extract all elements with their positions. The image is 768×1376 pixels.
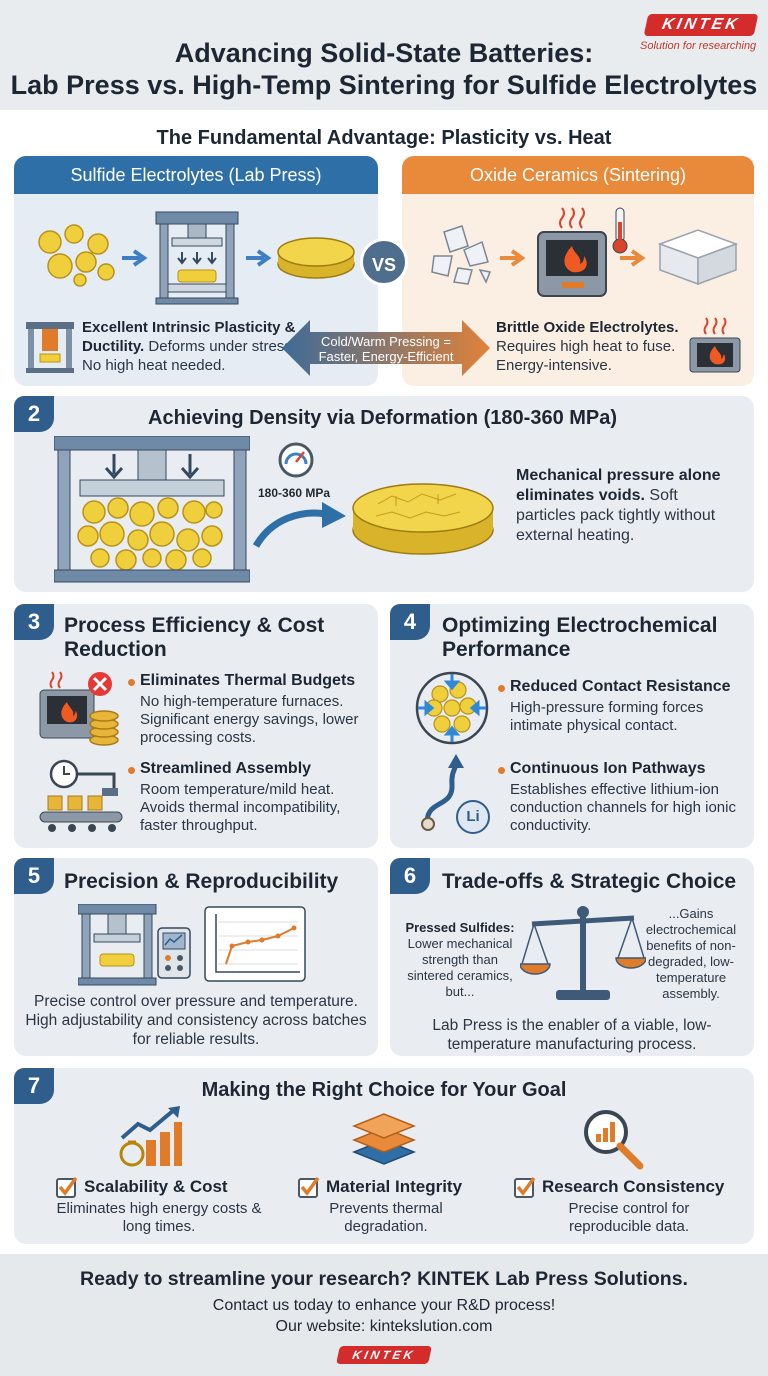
arrow-icon xyxy=(246,249,272,267)
section4-number: 4 xyxy=(390,604,430,640)
sulfide-text: Deforms under stress. No high heat neede… xyxy=(82,338,296,374)
layers-icon xyxy=(352,1113,416,1165)
section2-bold: Mechanical pressure alone eliminates voi… xyxy=(516,467,721,504)
section6-left: Pressed Sulfides: Lower mechanical stren… xyxy=(398,920,522,1000)
section6-number: 6 xyxy=(390,858,430,894)
section3-item2-head: Streamlined Assembly xyxy=(140,760,312,777)
section3-title-line2: Reduction xyxy=(64,638,167,661)
growth-chart-icon xyxy=(119,1106,182,1167)
vs-badge: VS xyxy=(360,238,408,286)
section3-item1-head: Eliminates Thermal Budgets xyxy=(140,672,356,689)
pressing-advantage: Cold/Warm Pressing = Faster, Energy-Effi… xyxy=(300,334,472,364)
double-arrow xyxy=(282,320,490,376)
curved-arrow-icon xyxy=(252,502,346,548)
goal1-text: Eliminates high energy costs & long time… xyxy=(56,1200,262,1235)
section7-title: Making the Right Choice for Your Goal xyxy=(201,1079,567,1101)
section6-left-bold: Pressed Sulfides: xyxy=(405,920,515,935)
press-small-icon xyxy=(26,322,74,373)
section4-title: Optimizing Electrochemical Performance xyxy=(442,614,717,662)
section5-title: Precision & Reproducibility xyxy=(64,870,339,893)
section4-item1-text: High-pressure forming forces intimate ph… xyxy=(510,699,704,734)
section6-left-text: Lower mechanical strength than sintered … xyxy=(407,936,513,999)
sulfide-bold: Excellent Intrinsic Plasticity & Ductili… xyxy=(82,319,296,355)
pressure-label: 180-360 MPa xyxy=(258,486,331,500)
brand-tagline: Solution for researching xyxy=(640,40,757,52)
oxide-text: Requires high heat to fuse. Energy-inten… xyxy=(496,338,676,374)
balance-scale-icon xyxy=(520,906,646,1000)
assembly-line-icon xyxy=(39,759,123,832)
arrow-icon xyxy=(122,249,148,267)
section7-number: 7 xyxy=(14,1068,54,1104)
goal1-head: Scalability & Cost xyxy=(84,1177,228,1196)
section5-card xyxy=(14,858,378,1056)
section4-item2-text: Establishes effective lithium-ion conduc… xyxy=(510,781,736,834)
section3-item2-text: Room temperature/mild heat. Avoids therm… xyxy=(140,781,341,834)
arrow-icon xyxy=(500,249,526,267)
goal2-text: Prevents thermal degradation. xyxy=(329,1200,443,1235)
section5-number: 5 xyxy=(14,858,54,894)
contact-particles-icon xyxy=(415,671,489,745)
checkbox-checked-icon xyxy=(56,1176,78,1198)
goal3-head: Research Consistency xyxy=(542,1177,725,1196)
bullet-icon xyxy=(128,767,135,774)
press-compaction-icon xyxy=(54,436,250,583)
furnace-icon xyxy=(537,207,628,297)
lab-press-icon xyxy=(155,211,239,305)
section4-title-line1: Optimizing Electrochemical xyxy=(442,614,718,637)
bullet-icon xyxy=(498,685,505,692)
section4-title-line2: Performance xyxy=(442,638,571,661)
section2-number: 2 xyxy=(14,396,54,432)
arrow-icon xyxy=(620,249,646,267)
sulfide-header: Sulfide Electrolytes (Lab Press) xyxy=(14,156,378,194)
no-furnace-coins-icon xyxy=(39,671,119,746)
kintek-logo: KINTEK xyxy=(643,14,759,36)
section3-title: Process Efficiency & Cost Reduction xyxy=(64,614,324,662)
footer-kintek-logo: KINTEK xyxy=(336,1346,432,1364)
furnace-small-icon xyxy=(689,317,741,373)
line-chart-icon xyxy=(204,906,306,982)
header xyxy=(0,0,768,110)
section2-title: Achieving Density via Deformation (180-3… xyxy=(148,407,618,429)
pressing-line2: Faster, Energy-Efficient xyxy=(318,349,454,364)
section2-description: Mechanical pressure alone eliminates voi… xyxy=(516,466,738,546)
magnifier-chart-icon xyxy=(584,1110,644,1170)
bullet-icon xyxy=(498,767,505,774)
section3-title-line1: Process Efficiency & Cost xyxy=(64,614,325,637)
bullet-icon xyxy=(128,679,135,686)
section3-item1-text: No high-temperature furnaces. Significan… xyxy=(140,693,359,746)
oxide-description: Brittle Oxide Electrolytes. Requires hig… xyxy=(496,318,686,375)
section2-text: Soft particles pack tightly without exte… xyxy=(516,487,716,544)
section1-title: The Fundamental Advantage: Plasticity vs… xyxy=(156,127,612,149)
lithium-ion-icon: Li xyxy=(456,800,490,834)
footer-line1: Contact us today to enhance your R&D pro… xyxy=(212,1297,556,1314)
goal3-text: Precise control for reproducible data. xyxy=(568,1200,690,1235)
footer-website[interactable]: Our website: kintekslution.com xyxy=(275,1318,493,1335)
section4-item2-head: Continuous Ion Pathways xyxy=(510,760,706,777)
footer-headline: Ready to streamline your research? KINTE… xyxy=(80,1268,688,1290)
goal2-head: Material Integrity xyxy=(326,1177,463,1196)
checkbox-checked-icon xyxy=(514,1176,536,1198)
dense-pellet-icon xyxy=(352,483,494,555)
pressing-line1: Cold/Warm Pressing = xyxy=(321,334,451,349)
page-title-line1: Advancing Solid-State Batteries: xyxy=(174,38,594,68)
oxide-bold: Brittle Oxide Electrolytes. xyxy=(496,319,679,336)
section3-number: 3 xyxy=(14,604,54,640)
section4-item1-head: Reduced Contact Resistance xyxy=(510,678,731,695)
checkbox-checked-icon xyxy=(298,1176,320,1198)
ceramic-block-icon xyxy=(657,229,739,286)
pressure-gauge-icon xyxy=(278,442,314,478)
section6-title: Trade-offs & Strategic Choice xyxy=(442,870,737,893)
press-controller-icon xyxy=(78,904,191,986)
section6-bottom: Lab Press is the enabler of a viable, lo… xyxy=(432,1017,712,1053)
shattered-ceramic-icon xyxy=(431,225,492,285)
page-title-line2: Lab Press vs. High-Temp Sintering for Su… xyxy=(10,70,758,100)
section6-card xyxy=(390,858,754,1056)
sulfide-description: Excellent Intrinsic Plasticity & Ductili… xyxy=(82,318,296,375)
pellet-icon xyxy=(277,237,355,279)
section5-text: Precise control over pressure and temper… xyxy=(25,993,367,1048)
ion-pathway-icon xyxy=(421,754,464,831)
oxide-header: Oxide Ceramics (Sintering) xyxy=(402,156,754,194)
powder-particles-icon xyxy=(38,224,115,287)
section6-right-text: ...Gains electrochemical benefits of non… xyxy=(645,906,737,1001)
